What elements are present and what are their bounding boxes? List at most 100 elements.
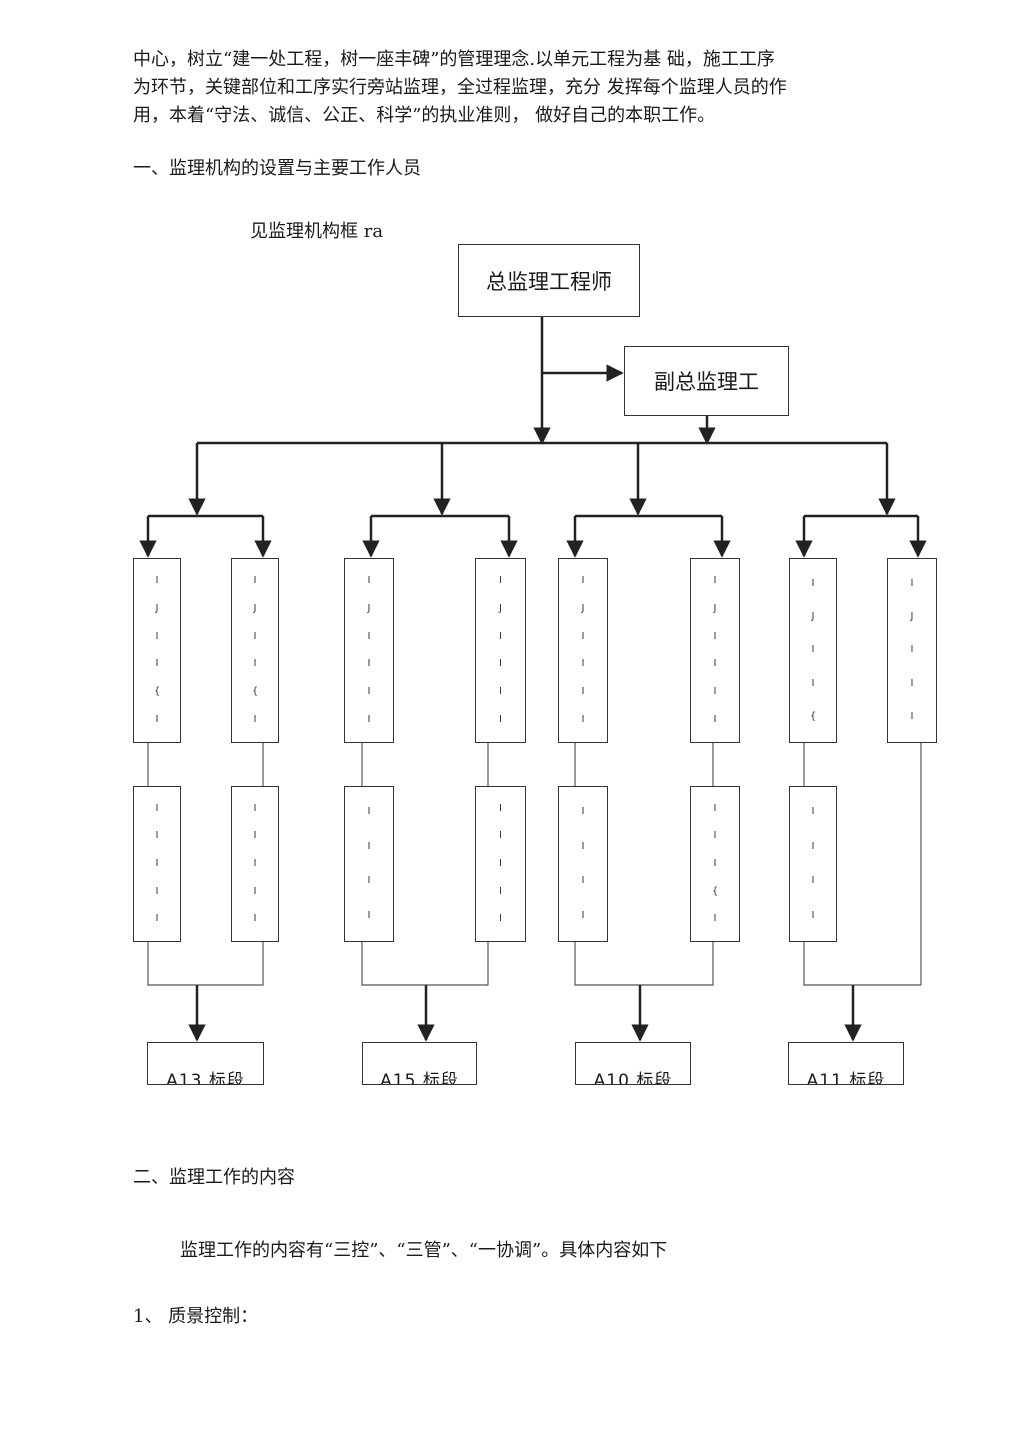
staff-box-glyph: { [153, 686, 161, 698]
staff-box-glyph: I [811, 840, 815, 852]
staff-box-glyph: I [367, 840, 371, 852]
staff-box-glyph: I [155, 802, 159, 814]
staff-box-glyph: I [253, 830, 257, 842]
section2-body: 监理工作的内容有“三控”、“三管”、“一协调”。具体内容如下 [180, 1240, 668, 1261]
staff-box-glyph: I [713, 802, 717, 814]
staff-box-glyph: I [367, 714, 371, 726]
staff-box-glyph: I [811, 677, 815, 689]
staff-box-glyph: J [367, 602, 371, 614]
staff-box-glyph: I [367, 806, 371, 818]
staff-box-upper: I J I I { I [231, 558, 279, 743]
section-label: A15 标段 [380, 1071, 459, 1085]
section-box: A15 标段 [362, 1042, 477, 1085]
staff-box-glyph: I [155, 830, 159, 842]
staff-box-glyph: I [811, 909, 815, 921]
staff-box-glyph: I [713, 574, 717, 586]
staff-box-glyph: I [499, 658, 502, 670]
quality-control-item: 1、 质景控制： [133, 1306, 259, 1327]
intro-line-1: 中心，树立“建一处工程，树一座丰碑”的管理理念.以单元工程为基 础，施工工序 [133, 49, 775, 70]
staff-box-glyph: I [155, 885, 159, 897]
staff-box-glyph: I [581, 630, 585, 642]
staff-box-glyph: I [253, 714, 257, 726]
staff-box-glyph: J [713, 602, 717, 614]
staff-box-glyph: I [811, 875, 815, 887]
staff-box-glyph: I [811, 644, 815, 656]
staff-box-glyph: I [910, 677, 914, 689]
staff-box-glyph: I [713, 630, 717, 642]
staff-box-glyph: I [499, 630, 502, 642]
staff-box-glyph: I [155, 658, 159, 670]
section-box: A13 标段 [147, 1042, 264, 1085]
staff-box-glyph: { [251, 686, 259, 698]
staff-box-glyph: I [155, 913, 159, 925]
staff-box-glyph: I [581, 574, 585, 586]
staff-box-glyph: I [155, 714, 159, 726]
staff-box-glyph: { [711, 885, 719, 897]
staff-box-glyph: I [581, 658, 585, 670]
staff-box-glyph: I [367, 574, 371, 586]
staff-box-lower: I I I I [789, 786, 837, 942]
staff-box-glyph: J [811, 611, 815, 623]
staff-box-glyph: I [581, 875, 585, 887]
staff-box-glyph: J [155, 602, 159, 614]
staff-box-glyph: I [253, 802, 257, 814]
staff-box-glyph: I [499, 885, 502, 897]
section-label: A10 标段 [593, 1071, 673, 1085]
staff-box-glyph: I [253, 630, 257, 642]
deputy-engineer-label: 副总监理工 [654, 370, 759, 394]
staff-box-glyph: I [581, 686, 585, 698]
staff-box-glyph: I [253, 913, 257, 925]
chart-caption: 见监理机构框 ra [250, 221, 384, 242]
staff-box-glyph: I [811, 577, 815, 589]
staff-box-glyph: I [499, 802, 502, 814]
intro-line-2: 为环节，关键部位和工序实行旁站监理，全过程监理，充分 发挥每个监理人员的作 [133, 77, 787, 98]
staff-box-glyph: J [499, 602, 502, 614]
staff-box-glyph: I [910, 711, 914, 723]
staff-box-glyph: I [367, 658, 371, 670]
section2-heading: 二、监理工作的内容 [133, 1167, 295, 1188]
staff-box-glyph: I [581, 840, 585, 852]
chief-engineer-label: 总监理工程师 [486, 269, 612, 294]
staff-box-lower: I I I { I [690, 786, 740, 942]
staff-box-glyph: I [499, 913, 502, 925]
staff-box-glyph: I [713, 857, 717, 869]
staff-box-glyph: I [713, 830, 717, 842]
section-label: A11 标段 [806, 1071, 886, 1085]
intro-line-3: 用，本着“守法、诚信、公正、科学”的执业准则， 做好自己的本职工作。 [133, 105, 716, 126]
section1-heading: 一、监理机构的设置与主要工作人员 [133, 158, 421, 179]
staff-box-glyph: I [581, 714, 585, 726]
section-label: A13 标段 [166, 1071, 245, 1085]
staff-box-glyph: I [367, 909, 371, 921]
staff-box-glyph: I [910, 644, 914, 656]
staff-box-upper: I J I I { [789, 558, 837, 743]
staff-box-lower: I I I I [558, 786, 608, 942]
staff-box-upper: I J I I { I [133, 558, 181, 743]
staff-box-glyph: I [713, 686, 717, 698]
staff-box-lower: I I I I [344, 786, 394, 942]
staff-box-glyph: J [253, 602, 257, 614]
staff-box-glyph: I [811, 806, 815, 818]
staff-box-glyph: I [155, 574, 159, 586]
chief-engineer-box: 总监理工程师 [458, 244, 640, 317]
staff-box-glyph: I [581, 806, 585, 818]
staff-box-glyph: I [581, 909, 585, 921]
staff-box-glyph: I [253, 574, 257, 586]
staff-box-glyph: { [809, 711, 817, 723]
staff-box-glyph: I [253, 885, 257, 897]
deputy-engineer-box: 副总监理工 [624, 346, 789, 416]
staff-box-glyph: I [155, 630, 159, 642]
staff-box-glyph: I [253, 658, 257, 670]
staff-box-glyph: I [910, 577, 914, 589]
staff-box-glyph: I [713, 913, 717, 925]
section-box: A11 标段 [788, 1042, 904, 1085]
staff-box-glyph: I [367, 875, 371, 887]
staff-box-glyph: I [367, 686, 371, 698]
staff-box-glyph: I [499, 686, 502, 698]
